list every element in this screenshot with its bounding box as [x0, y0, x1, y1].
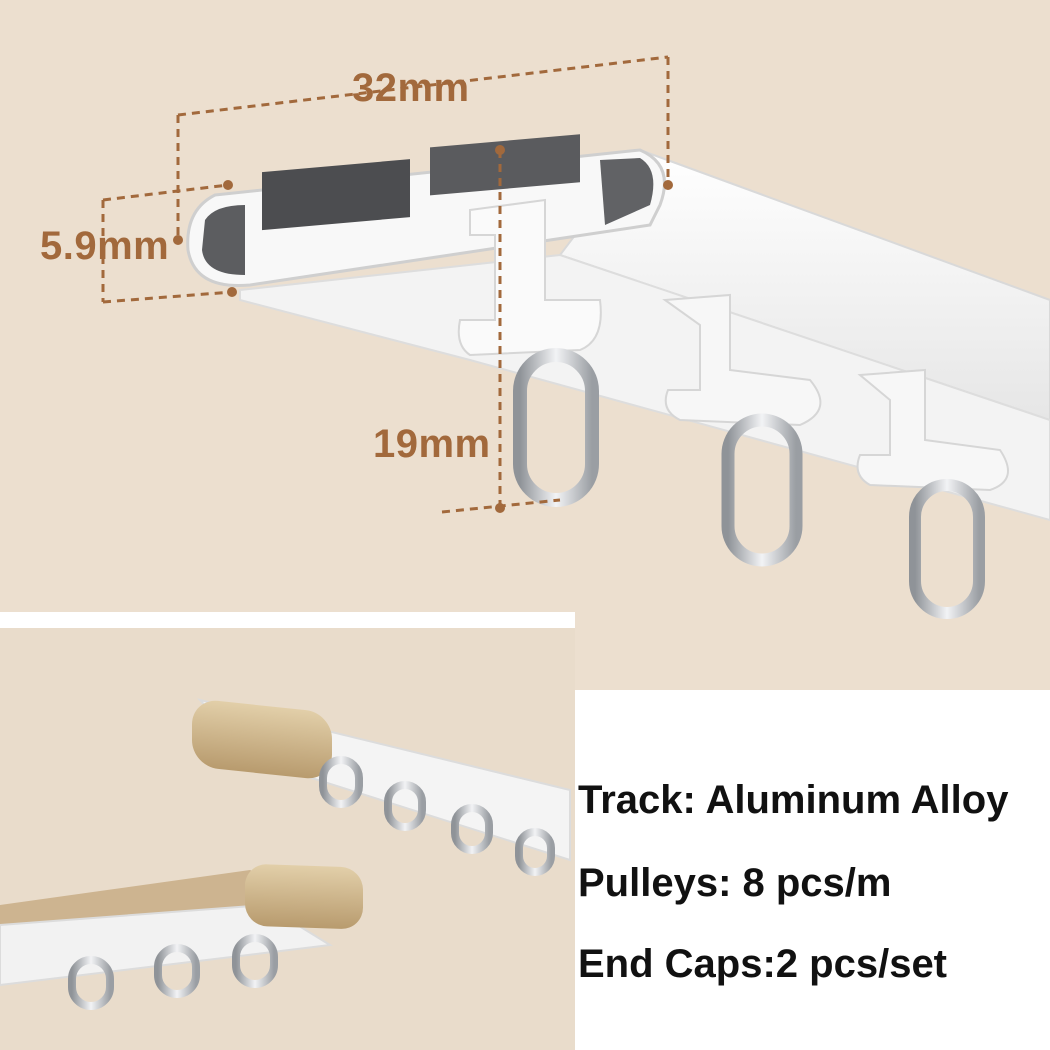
- width-dimension-label: 32mm: [352, 66, 470, 110]
- dimension-lines: [101, 55, 670, 514]
- bottom-product-panel: [0, 628, 575, 1050]
- top-panel-extension: [575, 612, 1050, 690]
- track-body: [239, 148, 1050, 522]
- hook-drop-dimension-label: 19mm: [373, 422, 491, 466]
- dimension-points: [173, 145, 673, 513]
- spec-end-caps: End Caps:2 pcs/set: [578, 942, 948, 986]
- panel-divider: [0, 612, 575, 628]
- height-dimension-label: 5.9mm: [40, 224, 170, 268]
- upper-gold-track: [192, 698, 571, 876]
- spec-track-material: Track: Aluminum Alloy: [578, 778, 1009, 822]
- pulley-2: [662, 293, 822, 567]
- spec-panel: [575, 690, 1050, 1050]
- spec-pulleys: Pulleys: 8 pcs/m: [578, 861, 892, 905]
- lower-gold-track: [0, 864, 363, 1010]
- track-cross-section: [186, 134, 666, 288]
- pulley-3: [856, 368, 1009, 619]
